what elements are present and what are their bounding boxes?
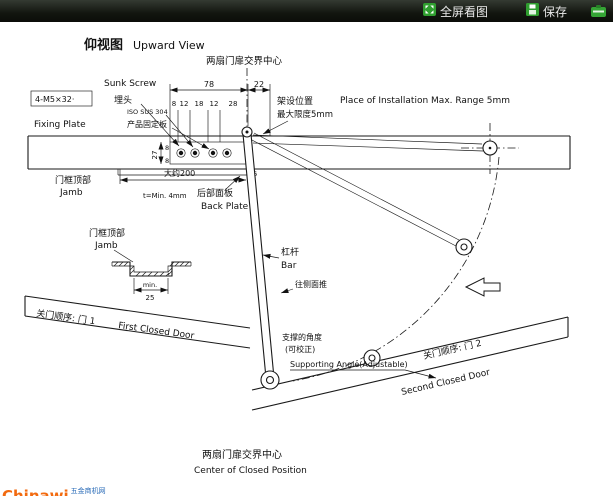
sunk-screw-label-cn: 埋头 xyxy=(114,95,132,106)
junction-center-bottom-label: 两扇门扉交界中心 xyxy=(202,448,282,461)
jamb2-label-en: Jamb xyxy=(94,241,118,251)
dim-18: 18 xyxy=(195,100,204,108)
left-dimensions: 27 8 8 大约200 6 xyxy=(119,142,257,184)
screw-spec-label: 4-M5×32· xyxy=(35,95,74,104)
toolbar: 全屏看图 保存 xyxy=(0,0,613,22)
place-label-en: Place of Installation Max. Range 5mm xyxy=(340,96,510,106)
bar-label-cn: 杠杆 xyxy=(281,246,299,258)
door1-panel: 关门顺序: 门 1 First Closed Door xyxy=(24,295,251,349)
watermark-brand: Chinawj xyxy=(2,487,69,496)
fixing-plate-label-en: Fixing Plate xyxy=(34,120,86,130)
fullscreen-button[interactable]: 全屏看图 xyxy=(417,2,494,21)
backplate-callout: t=Min. 4mm 后部面板 Back Plate xyxy=(143,175,249,212)
material-label: ISO SUS 304 xyxy=(127,108,168,116)
save-label: 保存 xyxy=(542,4,567,19)
bar-label-en: Bar xyxy=(281,261,297,271)
jamb2-label-cn: 门框顶部 xyxy=(89,227,125,239)
centerlines xyxy=(246,68,519,174)
place-range-label-cn: 最大限度5mm xyxy=(277,109,333,120)
top-dimensions: 78 22 8 12 18 12 28 xyxy=(169,80,271,142)
dim-8c: 8 xyxy=(165,157,169,165)
door2-label-cn: 关门顺序: 门 2 xyxy=(422,337,483,362)
screw-callouts: Sunk Screw 4-M5×32· 埋头 ISO SUS 304 产品固定板… xyxy=(30,79,210,150)
door1-label-cn: 关门顺序: 门 1 xyxy=(36,307,97,327)
support-adjustable-label-cn: (可校正) xyxy=(285,344,315,354)
jamb1-label-cn: 门框顶部 xyxy=(55,174,91,186)
drawing-title-cn: 仰视图 xyxy=(84,37,123,53)
dim-25: 25 xyxy=(146,294,155,302)
dim-approx-200: 大约200 xyxy=(164,168,195,178)
watermark-tagline: 五金商机网 xyxy=(70,487,106,495)
dim-78: 78 xyxy=(204,80,214,89)
dim-27: 27 xyxy=(151,151,159,160)
dim-8a: 8 xyxy=(172,100,176,108)
jamb1-label-en: Jamb xyxy=(59,188,83,198)
installation-callout: 架设位置 最大限度5mm Place of Installation Max. … xyxy=(262,95,510,135)
backplate-thickness-label: t=Min. 4mm xyxy=(143,192,187,200)
dim-12b: 12 xyxy=(210,100,219,108)
support-angle-label-en: Supporting Angle(Adjustable) xyxy=(290,360,408,369)
drawing-title-en: Upward View xyxy=(133,39,205,52)
backplate-label-en: Back Plate xyxy=(201,202,249,212)
backplate-label-cn: 后部面板 xyxy=(197,187,233,199)
place-label-cn: 架设位置 xyxy=(277,95,313,107)
dim-22: 22 xyxy=(254,80,264,89)
fullscreen-icon xyxy=(422,3,436,19)
jamb-label-1: 门框顶部 Jamb xyxy=(55,174,91,198)
direction-arrow xyxy=(464,277,501,297)
technical-drawing: 仰视图 Upward View 两扇门扉交界中心 xyxy=(24,37,571,476)
sunk-screw-label-en: Sunk Screw xyxy=(104,79,156,89)
app-icon[interactable] xyxy=(591,4,607,18)
door1-label-en: First Closed Door xyxy=(118,321,195,342)
save-icon xyxy=(525,3,539,19)
dim-min-label: min. xyxy=(143,281,157,289)
support-angle-label-cn: 支撑的角度 xyxy=(282,332,322,342)
dim-8b: 8 xyxy=(165,144,169,152)
fixing-plate-label-cn: 产品固定板 xyxy=(127,119,167,129)
fixing-plate xyxy=(169,141,249,165)
center-closed-position-label: Center of Closed Position xyxy=(194,466,307,476)
push-side-label: 往侧面推 xyxy=(295,279,327,289)
dim-28: 28 xyxy=(229,100,238,108)
swing-arc xyxy=(292,156,500,382)
fullscreen-label: 全屏看图 xyxy=(439,4,488,19)
door-closer-mechanism xyxy=(241,126,498,390)
mechanism-callouts: 杠杆 Bar 往侧面推 支撑的角度 (可校正) Supporting Angle… xyxy=(262,246,437,379)
jamb-section-detail: 门框顶部 Jamb min. 25 xyxy=(89,227,192,302)
junction-center-top-label: 两扇门扉交界中心 xyxy=(206,55,283,67)
save-button[interactable]: 保存 xyxy=(520,2,573,21)
dim-12a: 12 xyxy=(180,100,189,108)
